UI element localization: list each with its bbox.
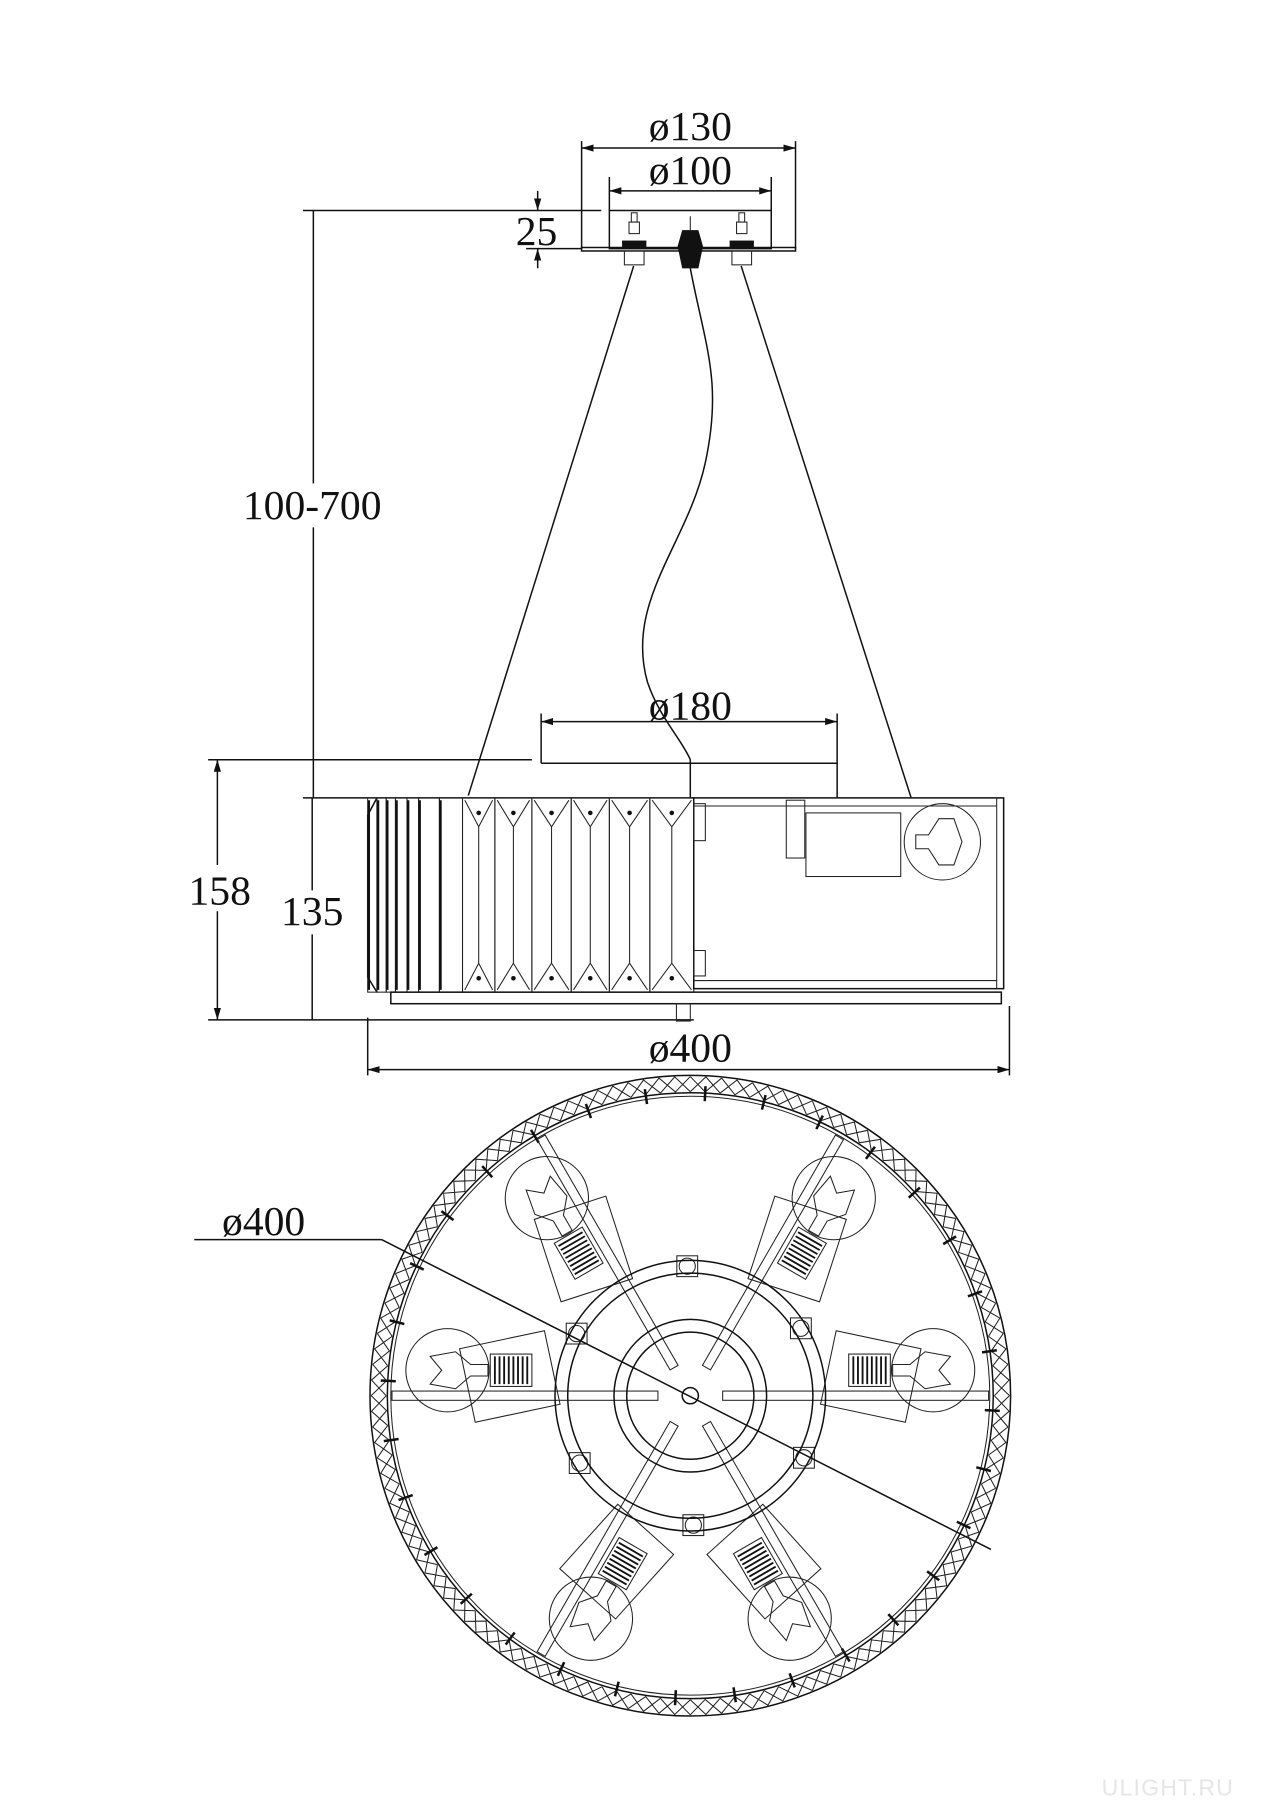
ring-crystal <box>539 1100 575 1128</box>
crystal-panel <box>394 797 408 993</box>
bolt-right <box>729 212 754 266</box>
dim-body-diameter: ø400 <box>649 1026 732 1072</box>
hub-outer-ring <box>554 1259 827 1532</box>
dim-total-height: 158 <box>188 868 250 914</box>
ring-crystal <box>395 1511 423 1547</box>
hub-center <box>681 1386 700 1405</box>
ring-crystal <box>597 1082 632 1105</box>
ring-crystal <box>597 1686 632 1709</box>
ring-crystal <box>925 1193 956 1227</box>
ring-crystal <box>749 1082 784 1105</box>
crystal-panel <box>367 797 378 993</box>
crystal-panel <box>406 797 420 993</box>
side-view: ø180 158 135 ø400 <box>185 683 1011 1076</box>
bulb-icon <box>405 1328 490 1413</box>
bottom-rim <box>390 991 1003 1005</box>
lamp-arm-5 <box>536 1420 679 1661</box>
ring-crystal <box>658 1076 691 1094</box>
bulb-icon <box>791 1155 876 1241</box>
canopy: ø130 ø100 <box>580 104 797 269</box>
crystal-panel <box>494 797 533 993</box>
ring-crystal <box>778 1090 813 1115</box>
plan-view: ø400 <box>194 1074 1012 1717</box>
ring-crystal <box>443 1169 476 1203</box>
watermark: ULIGHT.RU <box>1102 1775 1234 1801</box>
ring-crystal <box>377 1454 400 1489</box>
crystal-panel <box>531 797 572 993</box>
crystal-panel <box>461 797 496 993</box>
suspension-wire-left <box>467 265 635 796</box>
bolt-left <box>622 212 647 266</box>
ring-crystal <box>424 1564 456 1599</box>
ring-crystal <box>372 1333 393 1367</box>
ring-crystals <box>370 1076 1010 1716</box>
ring-crystal <box>981 1454 1004 1489</box>
ring-crystal <box>749 1686 784 1709</box>
ring-crystal <box>988 1425 1009 1459</box>
bulb-icon <box>504 1155 590 1241</box>
ring-crystal <box>627 1693 661 1714</box>
ring-crystal <box>567 1676 603 1702</box>
ring-crystal <box>464 1610 498 1643</box>
lamp-holder <box>805 812 902 878</box>
ring-crystal <box>487 1130 522 1161</box>
lamp-arm-3 <box>722 1328 990 1423</box>
lamp-arms <box>391 1134 990 1661</box>
ring-crystal <box>512 1648 548 1678</box>
ring-crystal <box>958 1245 986 1280</box>
cable-connector <box>677 230 704 269</box>
lamp-arm-1 <box>504 1134 679 1371</box>
dim-canopy-height: 25 <box>516 209 558 255</box>
crystal-panel <box>418 797 440 993</box>
outer-ring <box>369 1074 1012 1717</box>
ring-crystal <box>981 1302 1004 1337</box>
ring-crystal <box>689 1697 722 1716</box>
dim-body-height: 135 <box>281 889 343 935</box>
crystal-panel <box>570 797 610 993</box>
crystal-panel <box>385 797 396 993</box>
crystal-panel <box>438 797 464 993</box>
ring-crystal <box>384 1273 410 1308</box>
lamp-arm-2 <box>701 1134 876 1371</box>
crystal-panel <box>608 797 651 993</box>
suspension-wire-right <box>740 265 912 799</box>
dim-suspension-length: 100-700 <box>243 483 382 529</box>
ring-crystal <box>806 1663 841 1691</box>
ring-crystal <box>859 1630 893 1662</box>
bulb-side <box>903 803 982 881</box>
ring-crystal <box>992 1364 1010 1397</box>
bulb-icon <box>890 1328 976 1413</box>
dim-plan-diameter: ø400 <box>222 1199 305 1245</box>
shade-right-section <box>693 797 1005 990</box>
dim-canopy-inner: ø100 <box>649 148 732 194</box>
crystal-panel <box>649 797 695 993</box>
ring-crystal <box>943 1538 972 1574</box>
ring-crystal <box>905 1588 938 1622</box>
dim-top-ring: ø180 <box>649 683 732 729</box>
crystal-panel <box>376 797 387 993</box>
ring-crystal <box>883 1148 917 1181</box>
lamp-arm-6 <box>391 1328 659 1423</box>
suspension: 100-700 <box>228 210 912 799</box>
dim-leader-plan-diameter <box>381 1238 992 1551</box>
ring-crystal <box>719 1077 753 1098</box>
canopy-height-dimension: 25 <box>302 190 602 269</box>
bulb-icon <box>747 1576 832 1661</box>
ring-crystal <box>408 1218 438 1253</box>
lamp-arm-4 <box>701 1420 845 1661</box>
ring-crystal <box>370 1395 389 1428</box>
bulb-icon <box>548 1576 634 1661</box>
ring-crystal <box>971 1483 996 1518</box>
dim-canopy-outer: ø130 <box>649 104 732 150</box>
ring-crystal <box>833 1114 868 1143</box>
crystal-panels <box>366 797 695 993</box>
ring-crystal <box>377 1302 400 1337</box>
